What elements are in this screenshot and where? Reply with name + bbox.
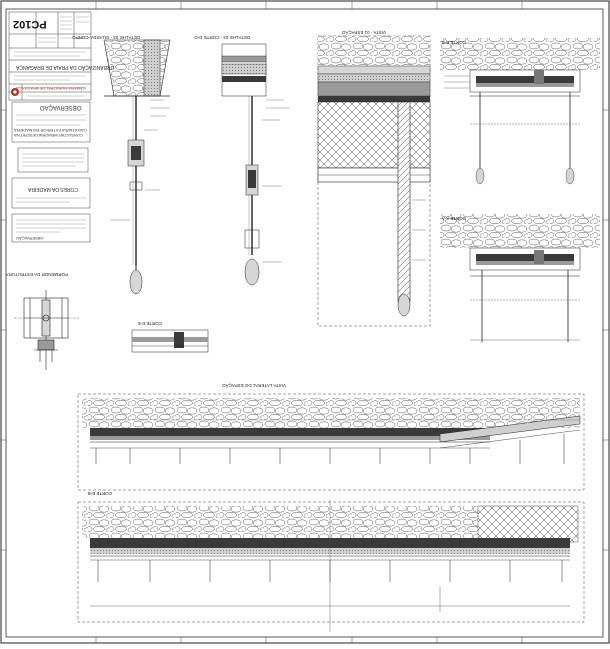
obs-text-2: CONSULTAR MEMÓRIA DESCRITIVA bbox=[14, 133, 83, 138]
vista-section bbox=[317, 35, 431, 327]
corte-aa bbox=[440, 214, 600, 342]
corte-bb-top bbox=[440, 38, 600, 185]
client-name: CÂMARA MUNICIPAL DE BRAGANÇA bbox=[16, 86, 86, 91]
obs-title: OBSERVAÇÃO bbox=[40, 104, 82, 110]
sheet-code: PC102 bbox=[13, 18, 47, 30]
view-title-detail-b: DETALHE 03 - CORTE D-D bbox=[194, 35, 250, 40]
view-title-vista: VISTA - 01 ESPAÇÃO bbox=[341, 30, 386, 35]
detail-guard-rail bbox=[103, 39, 171, 295]
view-title-detail-a: DETALHE 03 - GUARDA-CORPO bbox=[72, 35, 140, 40]
structure-detail bbox=[14, 290, 80, 370]
view-title-vista-lateral: VISTA LATERAL DO ESPAÇÃO bbox=[222, 383, 286, 388]
detail-corte-dd bbox=[221, 43, 290, 286]
observacao-label: OBSERVAÇÃO bbox=[16, 236, 44, 241]
project-title: URBANIZAÇÃO DA PRAIA DE BRAGANÇA bbox=[16, 64, 115, 70]
corte-ee bbox=[131, 329, 209, 353]
view-title-pormenor: PORMENOR DA ESTRUTURA bbox=[5, 272, 68, 277]
view-title-corte-bb: CORTE B-B bbox=[441, 40, 466, 45]
corte-bb-bottom bbox=[77, 500, 585, 632]
view-title-corte-ee: CORTE E-E bbox=[137, 321, 162, 326]
view-title-corte-aa: CORTE A-A bbox=[441, 216, 466, 221]
view-title-corte-bottom: CORTE B-B bbox=[87, 491, 112, 496]
madeira-title: CORES DA MADEIRA bbox=[28, 186, 79, 192]
title-block bbox=[8, 11, 92, 101]
vista-lateral bbox=[77, 393, 585, 491]
